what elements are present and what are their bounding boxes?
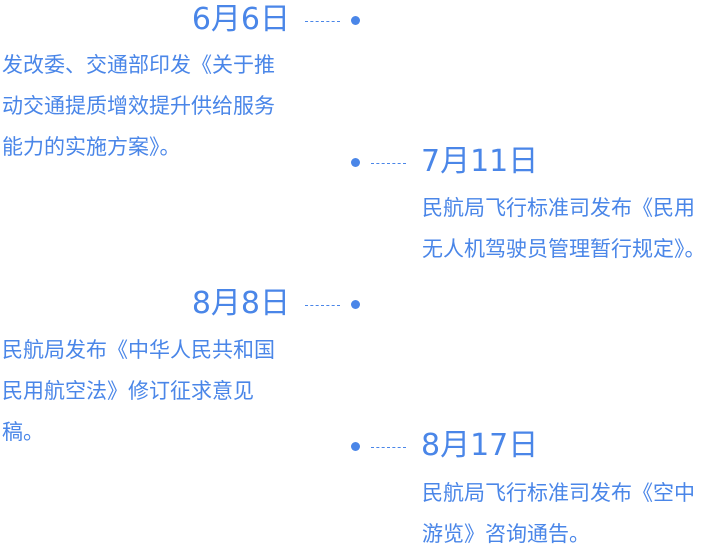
- connector-line: [305, 21, 340, 22]
- event-date: 7月11日: [421, 144, 539, 179]
- event-description: 民航局发布《中华人民共和国民用航空法》修订征求意见稿。: [2, 338, 275, 444]
- event-date: 6月6日: [191, 2, 290, 37]
- event-date: 8月17日: [421, 428, 539, 463]
- event-description: 民航局飞行标准司发布《空中游览》咨询通告。: [422, 481, 695, 546]
- timeline-dot: [351, 442, 360, 451]
- event-description: 发改委、交通部印发《关于推动交通提质增效提升供给服务能力的实施方案》。: [2, 53, 275, 159]
- connector-line: [371, 447, 406, 448]
- timeline-dot: [351, 300, 360, 309]
- event-description: 民航局飞行标准司发布《民用无人机驾驶员管理暂行规定》。: [422, 196, 706, 261]
- timeline-dot: [351, 158, 360, 167]
- timeline-dot: [351, 16, 360, 25]
- connector-line: [305, 305, 340, 306]
- connector-line: [371, 163, 406, 164]
- event-date: 8月8日: [191, 286, 290, 321]
